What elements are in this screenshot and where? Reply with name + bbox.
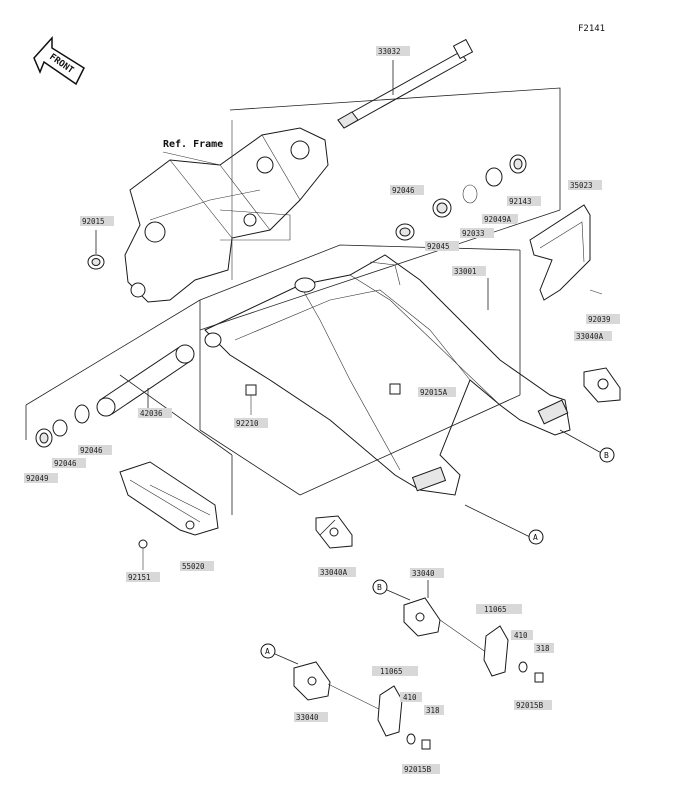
label-33040a-mid: 33040A — [320, 568, 348, 577]
label-33001: 33001 — [454, 267, 477, 276]
axle-shaft — [337, 38, 474, 129]
label-33032: 33032 — [378, 47, 401, 56]
collar-tube — [96, 344, 195, 417]
bearing-92015 — [87, 254, 105, 270]
svg-text:A: A — [533, 533, 538, 542]
label-92046-top: 92046 — [392, 186, 415, 195]
frame-drawing — [124, 120, 329, 303]
label-92151: 92151 — [128, 573, 151, 582]
assembly-lines — [25, 87, 606, 538]
label-92049: 92049 — [26, 474, 49, 483]
bolt-92015a — [389, 383, 401, 395]
callout-b-mid: B — [599, 447, 615, 463]
pivot-parts — [395, 154, 527, 241]
chain-guard — [529, 204, 603, 301]
label-92015: 92015 — [82, 217, 105, 226]
label-55020: 55020 — [182, 562, 205, 571]
label-33040a-right: 33040A — [576, 332, 604, 341]
label-92015b-a: 92015B — [404, 765, 432, 774]
label-92033: 92033 — [462, 229, 485, 238]
chain-slider — [119, 461, 219, 536]
svg-text:B: B — [377, 583, 382, 592]
label-318-a: 318 — [426, 706, 440, 715]
callout-a-mid: A — [528, 529, 544, 545]
label-33040-a: 33040 — [296, 713, 319, 722]
label-11065-a: 11065 — [380, 667, 403, 676]
detail-a-assembly: A — [260, 643, 431, 750]
front-arrow-icon: FRONT — [33, 36, 85, 86]
detail-b-assembly: B — [372, 579, 544, 683]
adjuster-block-right — [583, 367, 621, 403]
screw-92151 — [138, 539, 148, 570]
label-92049a: 92049A — [484, 215, 512, 224]
adjuster-block-mid — [315, 515, 353, 549]
label-92046-left2: 92046 — [54, 459, 77, 468]
label-92015b-b: 92015B — [516, 701, 544, 710]
label-92015a: 92015A — [420, 388, 448, 397]
label-318-b: 318 — [536, 644, 550, 653]
left-bearings — [35, 404, 90, 448]
label-92046-left: 92046 — [80, 446, 103, 455]
label-410-a: 410 — [403, 693, 417, 702]
label-92143: 92143 — [509, 197, 532, 206]
label-92039: 92039 — [588, 315, 611, 324]
label-35023: 35023 — [570, 181, 593, 190]
svg-text:A: A — [265, 647, 270, 656]
swingarm — [204, 254, 571, 496]
ref-frame-label: Ref. Frame — [163, 139, 223, 150]
svg-text:B: B — [604, 451, 609, 460]
bolt-92210 — [245, 384, 257, 415]
label-92210: 92210 — [236, 419, 259, 428]
label-92045: 92045 — [427, 242, 450, 251]
diagram-id: F2141 — [578, 24, 605, 34]
label-42036: 42036 — [140, 409, 163, 418]
label-410-b: 410 — [514, 631, 528, 640]
part-labels: 33032 92015 92046 92045 92033 92049A 921… — [24, 46, 620, 774]
label-11065-b: 11065 — [484, 605, 507, 614]
label-33040-b: 33040 — [412, 569, 435, 578]
